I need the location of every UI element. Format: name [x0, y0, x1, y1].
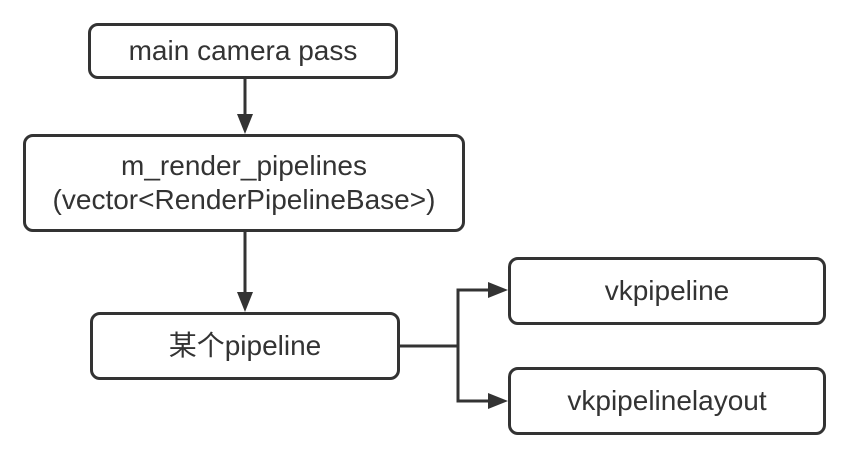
node-label: 某个pipeline: [168, 330, 322, 362]
node-label: vkpipelinelayout: [567, 385, 767, 417]
arrowhead-down-to-some-pipeline: [237, 292, 253, 312]
node-m-render-pipelines: m_render_pipelines (vector<RenderPipelin…: [23, 134, 465, 232]
node-vkpipeline: vkpipeline: [508, 257, 826, 325]
node-vkpipelinelayout: vkpipelinelayout: [508, 367, 826, 435]
arrowhead-down-to-render-pipelines: [237, 114, 253, 134]
node-label: m_render_pipelines: [121, 150, 367, 182]
arrowhead-right-to-vkpipeline: [488, 282, 508, 298]
node-label: vkpipeline: [604, 275, 730, 307]
node-sublabel: (vector<RenderPipelineBase>): [52, 184, 436, 215]
node-some-pipeline: 某个pipeline: [90, 312, 400, 380]
node-label: main camera pass: [128, 35, 358, 67]
arrowhead-right-to-vkpipelinelayout: [488, 393, 508, 409]
node-main-camera-pass: main camera pass: [88, 23, 398, 79]
